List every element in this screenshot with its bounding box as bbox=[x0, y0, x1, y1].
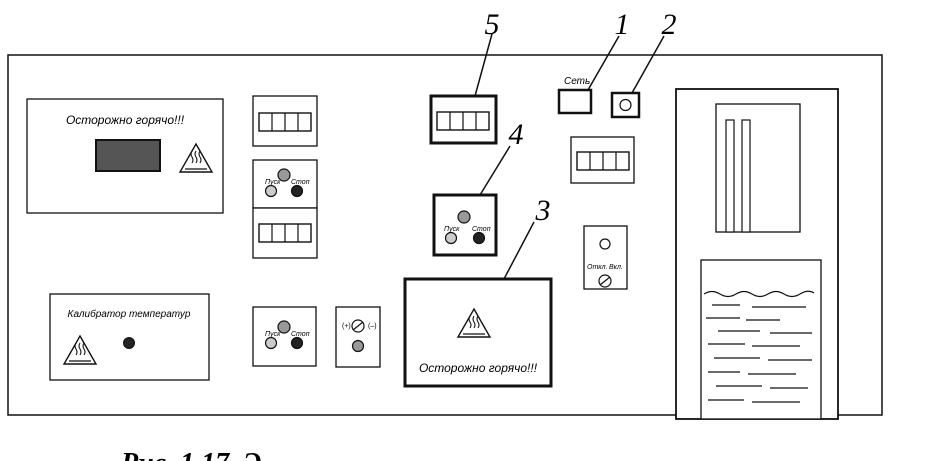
start-button[interactable] bbox=[264, 336, 278, 350]
stop-button[interactable] bbox=[472, 231, 486, 245]
figure-caption: Рис. 1.17. Э bbox=[120, 448, 261, 461]
callout-1: 1 bbox=[615, 8, 630, 41]
start-stop-unit-4: Пуск Стоп bbox=[432, 193, 498, 257]
digital-display bbox=[95, 139, 161, 172]
plus-label: (+) bbox=[342, 323, 351, 330]
caution-box-3: Осторожно горячо!!! bbox=[403, 277, 553, 388]
caution-box-left: Осторожно горячо!!! bbox=[26, 98, 224, 214]
bath-cabinet bbox=[675, 88, 839, 420]
indicator-lamp bbox=[351, 339, 365, 353]
callout-2: 2 bbox=[662, 8, 677, 41]
start-label: Пуск bbox=[265, 331, 281, 338]
start-label: Пуск bbox=[444, 226, 460, 233]
network-switch-button[interactable] bbox=[557, 88, 593, 115]
stop-label: Стоп bbox=[291, 331, 310, 338]
stop-button[interactable] bbox=[290, 184, 304, 198]
callout-3: 3 bbox=[535, 194, 551, 227]
stop-label: Стоп bbox=[472, 226, 491, 233]
on-label: Вкл. bbox=[609, 264, 623, 271]
indicator-lamp bbox=[277, 168, 291, 182]
start-button[interactable] bbox=[444, 231, 458, 245]
network-label: Сеть bbox=[564, 76, 590, 87]
indicator-lamp bbox=[277, 320, 291, 334]
display-unit-5 bbox=[429, 94, 498, 145]
display-unit-1 bbox=[252, 95, 318, 147]
calibrator-box: Калибратор температур bbox=[49, 293, 210, 381]
indicator-lamp bbox=[599, 238, 611, 250]
caution-text-left: Осторожно горячо!!! bbox=[66, 113, 185, 127]
off-on-switch: Откл. Вкл. bbox=[583, 225, 628, 290]
start-button[interactable] bbox=[264, 184, 278, 198]
leader-lines bbox=[474, 33, 665, 280]
off-label: Откл. bbox=[587, 264, 608, 271]
adjust-unit: (+) (–) bbox=[335, 306, 381, 368]
indicator-lamp bbox=[619, 98, 632, 112]
network-lamp bbox=[610, 91, 641, 119]
stop-button[interactable] bbox=[290, 336, 304, 350]
network-switch: Сеть bbox=[557, 76, 593, 115]
callout-4: 4 bbox=[509, 118, 524, 151]
indicator-lamp bbox=[457, 210, 471, 224]
minus-label: (–) bbox=[368, 323, 377, 330]
display-unit-2 bbox=[252, 207, 318, 259]
stop-label: Стоп bbox=[291, 179, 310, 186]
start-stop-unit-2: Пуск Стоп bbox=[252, 306, 317, 367]
calibrator-text: Калибратор температур bbox=[68, 308, 191, 320]
start-stop-unit-1: Пуск Стоп bbox=[252, 159, 318, 209]
display-unit-3 bbox=[570, 136, 635, 184]
indicator-lamp bbox=[123, 337, 135, 349]
start-label: Пуск bbox=[265, 179, 281, 186]
callout-5: 5 bbox=[485, 8, 500, 41]
liquid-tank bbox=[700, 259, 822, 420]
caution-text-3: Осторожно горячо!!! bbox=[419, 361, 538, 375]
